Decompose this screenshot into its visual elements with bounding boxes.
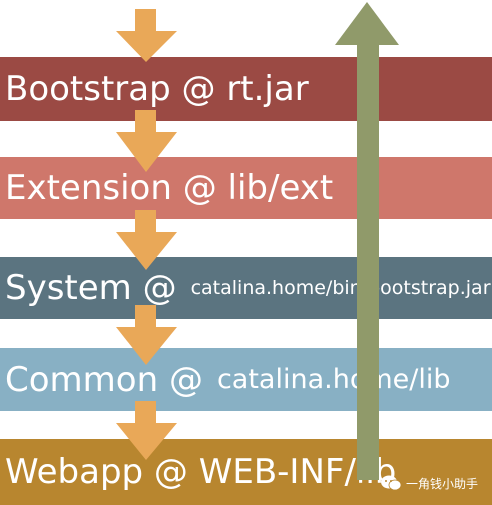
layer-system-path: catalina.home/bin/bootstrap.jar bbox=[190, 277, 491, 299]
watermark-text: 一角钱小助手 bbox=[406, 476, 479, 491]
layer-common-label: Common @ bbox=[5, 359, 203, 400]
down-arrow-1-shaft bbox=[135, 9, 156, 33]
wechat-icon bbox=[381, 475, 402, 491]
down-arrow-5 bbox=[116, 401, 177, 460]
down-arrow-4 bbox=[116, 305, 177, 365]
layer-common: Common @ catalina.home/lib bbox=[0, 348, 492, 411]
up-arrow-shaft bbox=[357, 40, 379, 480]
down-arrow-1 bbox=[116, 9, 177, 62]
down-arrow-3-shaft bbox=[135, 210, 156, 234]
layer-webapp-label: Webapp @ WEB-INF/lib bbox=[5, 452, 397, 492]
up-arrow bbox=[335, 2, 399, 480]
layer-bootstrap: Bootstrap @ rt.jar bbox=[0, 57, 492, 121]
watermark: 一角钱小助手 bbox=[380, 474, 478, 492]
layer-bootstrap-label: Bootstrap @ rt.jar bbox=[5, 69, 309, 109]
layer-system: System @ catalina.home/bin/bootstrap.jar bbox=[0, 257, 492, 319]
down-arrow-5-shaft bbox=[135, 401, 156, 425]
up-arrow-head bbox=[335, 2, 399, 45]
layer-extension-label: Extension @ lib/ext bbox=[5, 168, 334, 208]
layer-common-path: catalina.home/lib bbox=[216, 364, 451, 395]
down-arrow-5-head bbox=[116, 423, 177, 460]
down-arrow-2 bbox=[116, 110, 177, 172]
layer-system-label: System @ bbox=[5, 268, 177, 308]
layer-extension: Extension @ lib/ext bbox=[0, 157, 492, 219]
down-arrow-2-shaft bbox=[135, 110, 156, 134]
down-arrow-3 bbox=[116, 210, 177, 270]
down-arrow-3-head bbox=[116, 232, 177, 270]
down-arrow-1-head bbox=[116, 31, 177, 62]
layer-webapp: Webapp @ WEB-INF/lib bbox=[0, 439, 492, 505]
down-arrow-2-head bbox=[116, 132, 177, 172]
down-arrow-4-head bbox=[116, 327, 177, 365]
down-arrow-4-shaft bbox=[135, 305, 156, 329]
